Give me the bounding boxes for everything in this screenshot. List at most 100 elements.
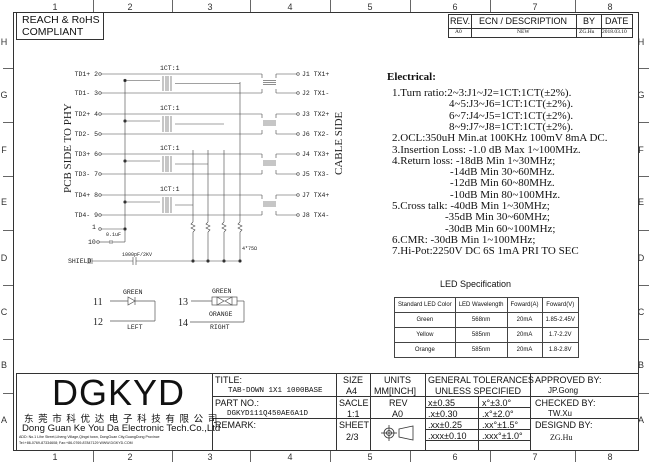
- ruler-column-8: 8: [607, 452, 613, 462]
- ruler-row-C: C: [0, 307, 8, 317]
- rev-value: A0: [455, 29, 462, 35]
- cell: Green: [394, 312, 456, 328]
- designed-by-label: DESIGND BY:: [535, 420, 593, 430]
- pin-label-right: J2 TX1-: [302, 90, 329, 97]
- cell: Orange: [394, 342, 456, 358]
- ruler-row-D: D: [637, 253, 645, 263]
- company-address: ADD: No.1 Lihe Street,Liheng Village,Qin…: [19, 435, 160, 439]
- cell: 585nm: [454, 327, 508, 343]
- electrical-spec-line: -14dB Min 30~60MHz.: [450, 166, 555, 179]
- cap-label: 0.1uF: [106, 232, 121, 238]
- ruler-column-7: 7: [532, 2, 538, 12]
- projection-symbol-icon: [381, 425, 414, 441]
- pin-terminal: [98, 132, 102, 136]
- resistor-label: 4*75Ω: [242, 246, 257, 252]
- ruler-column-4: 4: [287, 452, 293, 462]
- units-value: MM[INCH]: [374, 386, 416, 396]
- ruler-row-B: B: [637, 360, 644, 370]
- ruler-column-6: 6: [452, 2, 458, 12]
- resistor: [237, 221, 243, 233]
- pin-label-left: TD1+ 2: [75, 71, 99, 78]
- led-symbols: [110, 296, 245, 323]
- ruler-column-3: 3: [207, 452, 213, 462]
- pin-1-label: 1: [92, 224, 96, 231]
- shield-cap-label: 1000pF/2KV: [122, 252, 152, 258]
- pin-terminal: [98, 152, 102, 156]
- ecn-value: NEW: [517, 29, 530, 35]
- scale-label: SACLE: [339, 398, 369, 408]
- approved-by-value: JP.Gong: [548, 386, 579, 395]
- cell: 1.7-2.2V: [541, 327, 579, 343]
- cell: 568nm: [454, 312, 508, 328]
- transformer-ratio-label: 1CT:1: [160, 105, 180, 112]
- pin-label-right: J1 TX1+: [302, 71, 329, 78]
- company-contact: Tel:+86-0769-87334608; Fax:+86-0769-8784…: [19, 441, 133, 445]
- pin-label-right: J7 TX4+: [302, 192, 329, 199]
- resistor: [205, 221, 211, 233]
- ruler-row-E: E: [0, 197, 7, 207]
- cell: Yellow: [394, 327, 456, 343]
- schematic-wires: [87, 72, 300, 265]
- cell: 1.85-2.45V: [541, 312, 579, 328]
- left-led-label: LEFT: [127, 324, 143, 331]
- pin-terminal: [98, 91, 102, 95]
- tolerance-value: .x°±2.0°: [482, 409, 514, 419]
- ruler-column-2: 2: [127, 452, 133, 462]
- tolerances-title: GENERAL TOLERANCES: [428, 375, 534, 385]
- pin-terminal: [296, 152, 300, 156]
- pin-terminal: [98, 193, 102, 197]
- led-pin-12: 12: [93, 317, 103, 328]
- compliance-line-2: COMPLIANT: [22, 26, 84, 38]
- title-label: TITLE:: [215, 375, 243, 385]
- pin-terminal: [296, 91, 300, 95]
- pin-terminal: [98, 172, 102, 176]
- electrical-spec-line: 3.Insertion Loss: -1.0 dB Max 1~100MHz.: [392, 143, 581, 156]
- pin-terminal: [98, 227, 102, 231]
- right-led-color-top: GREEN: [212, 288, 232, 295]
- pin-label-left: TD3+ 6: [75, 151, 99, 158]
- pin-terminal: [296, 72, 300, 76]
- tolerance-value: x±0.35: [428, 398, 455, 408]
- ecn-header: ECN / DESCRIPTION: [479, 16, 568, 26]
- pin-label-right: J4 TX3+: [302, 151, 329, 158]
- electrical-spec-line: 5.Cross talk: -40dB Min 1~30MHz;: [392, 200, 550, 212]
- pin-terminal: [98, 213, 102, 217]
- ruler-column-1: 1: [52, 452, 58, 462]
- ruler-column-5: 5: [367, 2, 373, 12]
- tolerance-value: .xx±0.25: [428, 420, 462, 430]
- date-value: 2018.03.10: [602, 29, 627, 35]
- rev-label: REV: [389, 398, 408, 408]
- left-led-color: GREEN: [123, 289, 143, 296]
- header-cell: Standard LED Color: [394, 297, 456, 313]
- by-value: ZG.Hu: [579, 29, 595, 35]
- cable-side-label: CABLE SIDE: [333, 111, 345, 175]
- header-cell: Foward(A): [506, 297, 543, 313]
- electrical-spec-line: 4.Return loss: -18dB Min 1~30MHz;: [392, 154, 556, 167]
- designed-by-value: ZG.Hu: [550, 433, 573, 442]
- remark-label: REMARK:: [215, 420, 257, 430]
- rev-value-block: A0: [392, 409, 404, 419]
- pin-label-right: J6 TX2-: [302, 131, 329, 138]
- rev-header: REV.: [450, 16, 471, 26]
- electrical-spec-line: -10dB Min 80~100MHz.: [450, 188, 561, 201]
- tolerance-value: .xxx°±1.0°: [482, 431, 523, 441]
- ruler-row-G: G: [0, 90, 8, 100]
- sheet-label: SHEET: [339, 420, 370, 430]
- tolerance-value: .xxx±0.10: [428, 431, 467, 441]
- header-cell: LED Wavelength: [454, 297, 508, 313]
- pin-label-left: TD2+ 4: [75, 111, 99, 118]
- ruler-row-F: F: [638, 145, 644, 155]
- pin-terminal: [296, 172, 300, 176]
- led-pin-13: 13: [178, 297, 188, 308]
- pin-label-left: TD1- 3: [75, 90, 99, 97]
- cell: 585nm: [454, 342, 508, 358]
- size-value: A4: [346, 386, 358, 396]
- right-led-label: RIGHT: [210, 324, 230, 331]
- compliance-line-1: REACH & RoHS: [22, 14, 100, 26]
- title-value: TAB-DOWN 1X1 1000BASE: [228, 387, 323, 395]
- ruler-column-6: 6: [452, 452, 458, 462]
- transformer-ratio-label: 1CT:1: [160, 145, 180, 152]
